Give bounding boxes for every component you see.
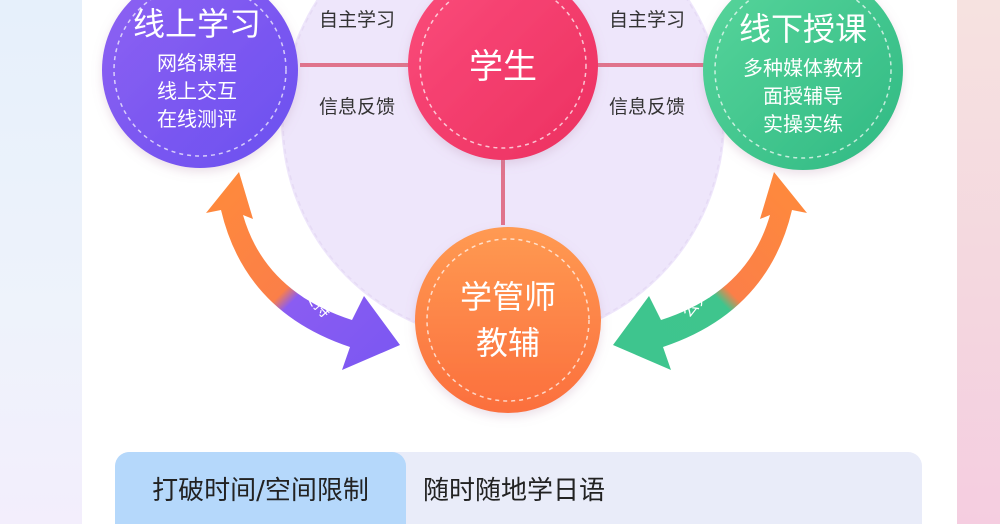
node-offline-title: 线下授课 xyxy=(739,10,867,48)
node-online-learning: 线上学习 网络课程 线上交互 在线测评 xyxy=(102,0,298,168)
node-online-title: 线上学习 xyxy=(133,5,261,43)
node-offline-teaching: 线下授课 多种媒体教材 面授辅导 实操实练 xyxy=(703,0,903,170)
link-label-right-top: 自主学习 xyxy=(609,9,685,31)
node-tutor-title-line2: 教辅 xyxy=(476,324,540,362)
node-offline-item-3: 实操实练 xyxy=(763,112,843,136)
link-label-left-top: 自主学习 xyxy=(319,9,395,31)
node-student-title: 学生 xyxy=(469,47,537,87)
node-offline-item-1: 多种媒体教材 xyxy=(743,56,863,80)
node-tutor: 学管师 教辅 xyxy=(415,227,601,413)
node-student: 学生 xyxy=(408,0,598,160)
feature-bar: 打破时间/空间限制 随时随地学日语 xyxy=(115,452,922,524)
feature-highlight-text: 打破时间/空间限制 xyxy=(152,475,369,506)
link-label-left-bottom: 信息反馈 xyxy=(319,96,395,118)
node-tutor-title-line1: 学管师 xyxy=(460,278,556,316)
node-offline-item-2: 面授辅导 xyxy=(763,84,843,108)
node-online-item-2: 线上交互 xyxy=(157,79,237,103)
feature-highlight: 打破时间/空间限制 xyxy=(115,452,406,524)
node-online-item-1: 网络课程 xyxy=(157,51,237,75)
node-online-item-3: 在线测评 xyxy=(157,107,237,131)
learning-model-diagram: 自主学习 信息反馈 自主学习 信息反馈 公共服务支持 公共服务支持 线上学习 网… xyxy=(102,0,903,413)
link-label-right-bottom: 信息反馈 xyxy=(609,96,685,118)
feature-tagline: 随时随地学日语 xyxy=(423,475,606,506)
background-left xyxy=(0,0,82,524)
